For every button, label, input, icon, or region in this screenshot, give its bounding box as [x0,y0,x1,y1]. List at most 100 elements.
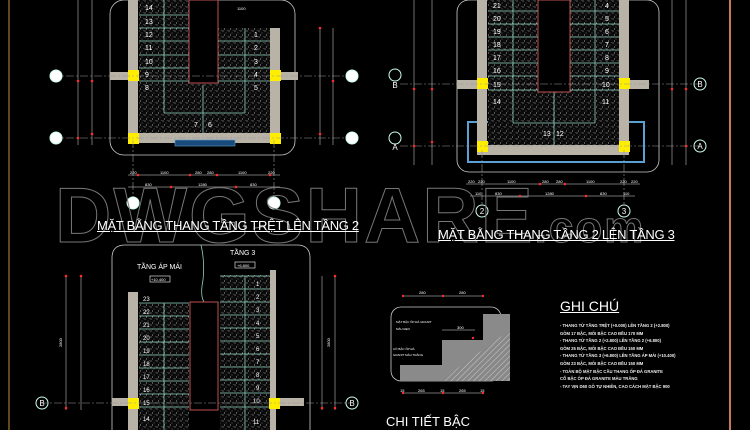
svg-text:B: B [349,72,354,81]
svg-text:220: 220 [620,179,627,184]
svg-text:A: A [697,142,703,151]
svg-text:9: 9 [605,68,609,75]
svg-text:15: 15 [440,388,445,393]
watermark: DWGSHARE.com [55,171,646,260]
note-line: - THANG TỪ TẦNG TRỆT (+0.000) LÊN TẦNG 2… [560,323,670,328]
svg-text:MÀU ĐEN: MÀU ĐEN [396,327,410,331]
svg-text:14: 14 [143,417,150,423]
svg-text:1100: 1100 [238,170,247,175]
notes-title: GHI CHÚ [560,298,620,314]
axis-label-a: A [53,134,59,143]
note-line: GỒM 25 BẬC, MỖI BẬC CAO ĐỀU 150 MM [560,345,644,351]
svg-text:7: 7 [256,360,260,366]
svg-text:9: 9 [256,386,260,392]
svg-text:9: 9 [145,72,149,79]
svg-text:280: 280 [459,290,466,295]
step-label: 14 [145,5,153,12]
svg-text:A: A [392,143,398,152]
svg-text:16: 16 [143,388,150,394]
axis-label-2: 2 [131,199,136,208]
svg-text:830: 830 [145,182,152,187]
svg-text:280: 280 [419,290,426,295]
svg-text:280: 280 [195,170,202,175]
svg-text:B: B [39,399,44,408]
svg-text:22: 22 [143,310,150,316]
svg-text:23: 23 [143,297,150,303]
svg-text:300: 300 [457,325,464,330]
svg-text:7: 7 [605,42,609,49]
svg-text:A: A [349,134,355,143]
svg-text:15: 15 [493,82,501,89]
note-line: - TOÀN BỘ MẶT BẬC CẦU THANG ỐP ĐÁ GRANIT… [560,368,663,374]
svg-text:14: 14 [493,99,501,106]
svg-text:1280: 1280 [545,191,555,196]
plan-floor2-to-floor3: 21 20 19 18 17 16 15 14 4 5 6 7 8 9 10 1… [388,0,707,218]
svg-text:6: 6 [605,29,609,36]
svg-text:280: 280 [556,179,563,184]
svg-text:13: 13 [145,19,153,26]
svg-text:3: 3 [256,308,260,314]
svg-text:830: 830 [250,182,257,187]
svg-text:10: 10 [253,399,260,405]
axis-label-b: B [53,72,58,81]
svg-text:15: 15 [480,388,485,393]
note-line: - THANG TỪ TẦNG 2 (+2.800) LÊN TẦNG 2 (+… [560,338,661,344]
svg-text:B: B [392,81,397,90]
svg-text:B: B [697,80,702,89]
svg-text:1280: 1280 [198,182,208,187]
svg-text:19: 19 [143,349,150,355]
axis-label-3: 3 [272,199,277,208]
plan2-title: MẶT BẰNG THANG TẦNG 2 LÊN TẦNG 3 [438,227,675,242]
plan1-title: MẶT BẰNG THANG TẦNG TRỆT LÊN TẦNG 2 [97,218,359,233]
svg-text:11: 11 [253,420,260,426]
roof-level-tag: +10.400 [151,277,166,282]
svg-text:1100: 1100 [507,179,516,184]
svg-text:220: 220 [130,170,137,175]
svg-text:19: 19 [493,29,501,36]
svg-text:1: 1 [256,282,260,288]
floor3-level-tag: +6.800 [237,263,250,268]
note-line: CỔ BẬC ỐP ĐÁ GRANITE MÀU TRẮNG [560,376,638,382]
detail-title: CHI TIẾT BẬC [386,414,471,429]
column [128,70,139,81]
svg-text:8: 8 [605,55,609,62]
column [270,133,281,144]
svg-text:21: 21 [143,323,150,329]
svg-text:5: 5 [254,85,258,92]
svg-text:220: 220 [631,179,638,184]
svg-text:6: 6 [208,122,212,129]
svg-text:1100: 1100 [160,170,169,175]
svg-text:B: B [349,399,354,408]
svg-text:2: 2 [480,207,485,216]
svg-text:2800: 2800 [326,337,331,347]
svg-text:CỔ BẬC ỐP ĐÁ: CỔ BẬC ỐP ĐÁ [393,346,415,351]
svg-text:280: 280 [542,179,549,184]
svg-text:220: 220 [478,179,485,184]
roof-floor-label: TẦNG ÁP MÁI [137,264,182,271]
svg-text:5: 5 [605,16,609,23]
svg-text:15: 15 [143,401,150,407]
svg-text:220: 220 [468,179,475,184]
svg-text:20: 20 [493,16,501,23]
svg-text:20: 20 [143,336,150,342]
note-line: GỒM 23 BẬC, MỖI BẬC CAO ĐỀU 150 MM [560,360,644,366]
svg-text:8: 8 [256,373,260,379]
svg-text:GRANIT MÀU TRẮNG: GRANIT MÀU TRẮNG [393,352,424,357]
svg-text:2800: 2800 [58,337,63,347]
svg-text:10: 10 [145,59,153,66]
svg-text:1: 1 [254,32,258,39]
plan-floor3-to-roof: 23 22 21 20 19 18 17 16 15 14 1 2 3 4 5 … [35,244,359,430]
svg-text:220: 220 [268,170,275,175]
svg-text:265: 265 [459,388,466,393]
svg-text:18: 18 [493,42,501,49]
svg-text:12: 12 [556,131,564,138]
svg-text:15: 15 [400,388,405,393]
svg-text:2: 2 [254,45,258,52]
svg-text:1100: 1100 [586,179,595,184]
svg-text:13: 13 [543,131,551,138]
column [270,70,281,81]
svg-text:21: 21 [493,3,501,10]
svg-text:17: 17 [143,375,150,381]
svg-text:5: 5 [256,334,260,340]
